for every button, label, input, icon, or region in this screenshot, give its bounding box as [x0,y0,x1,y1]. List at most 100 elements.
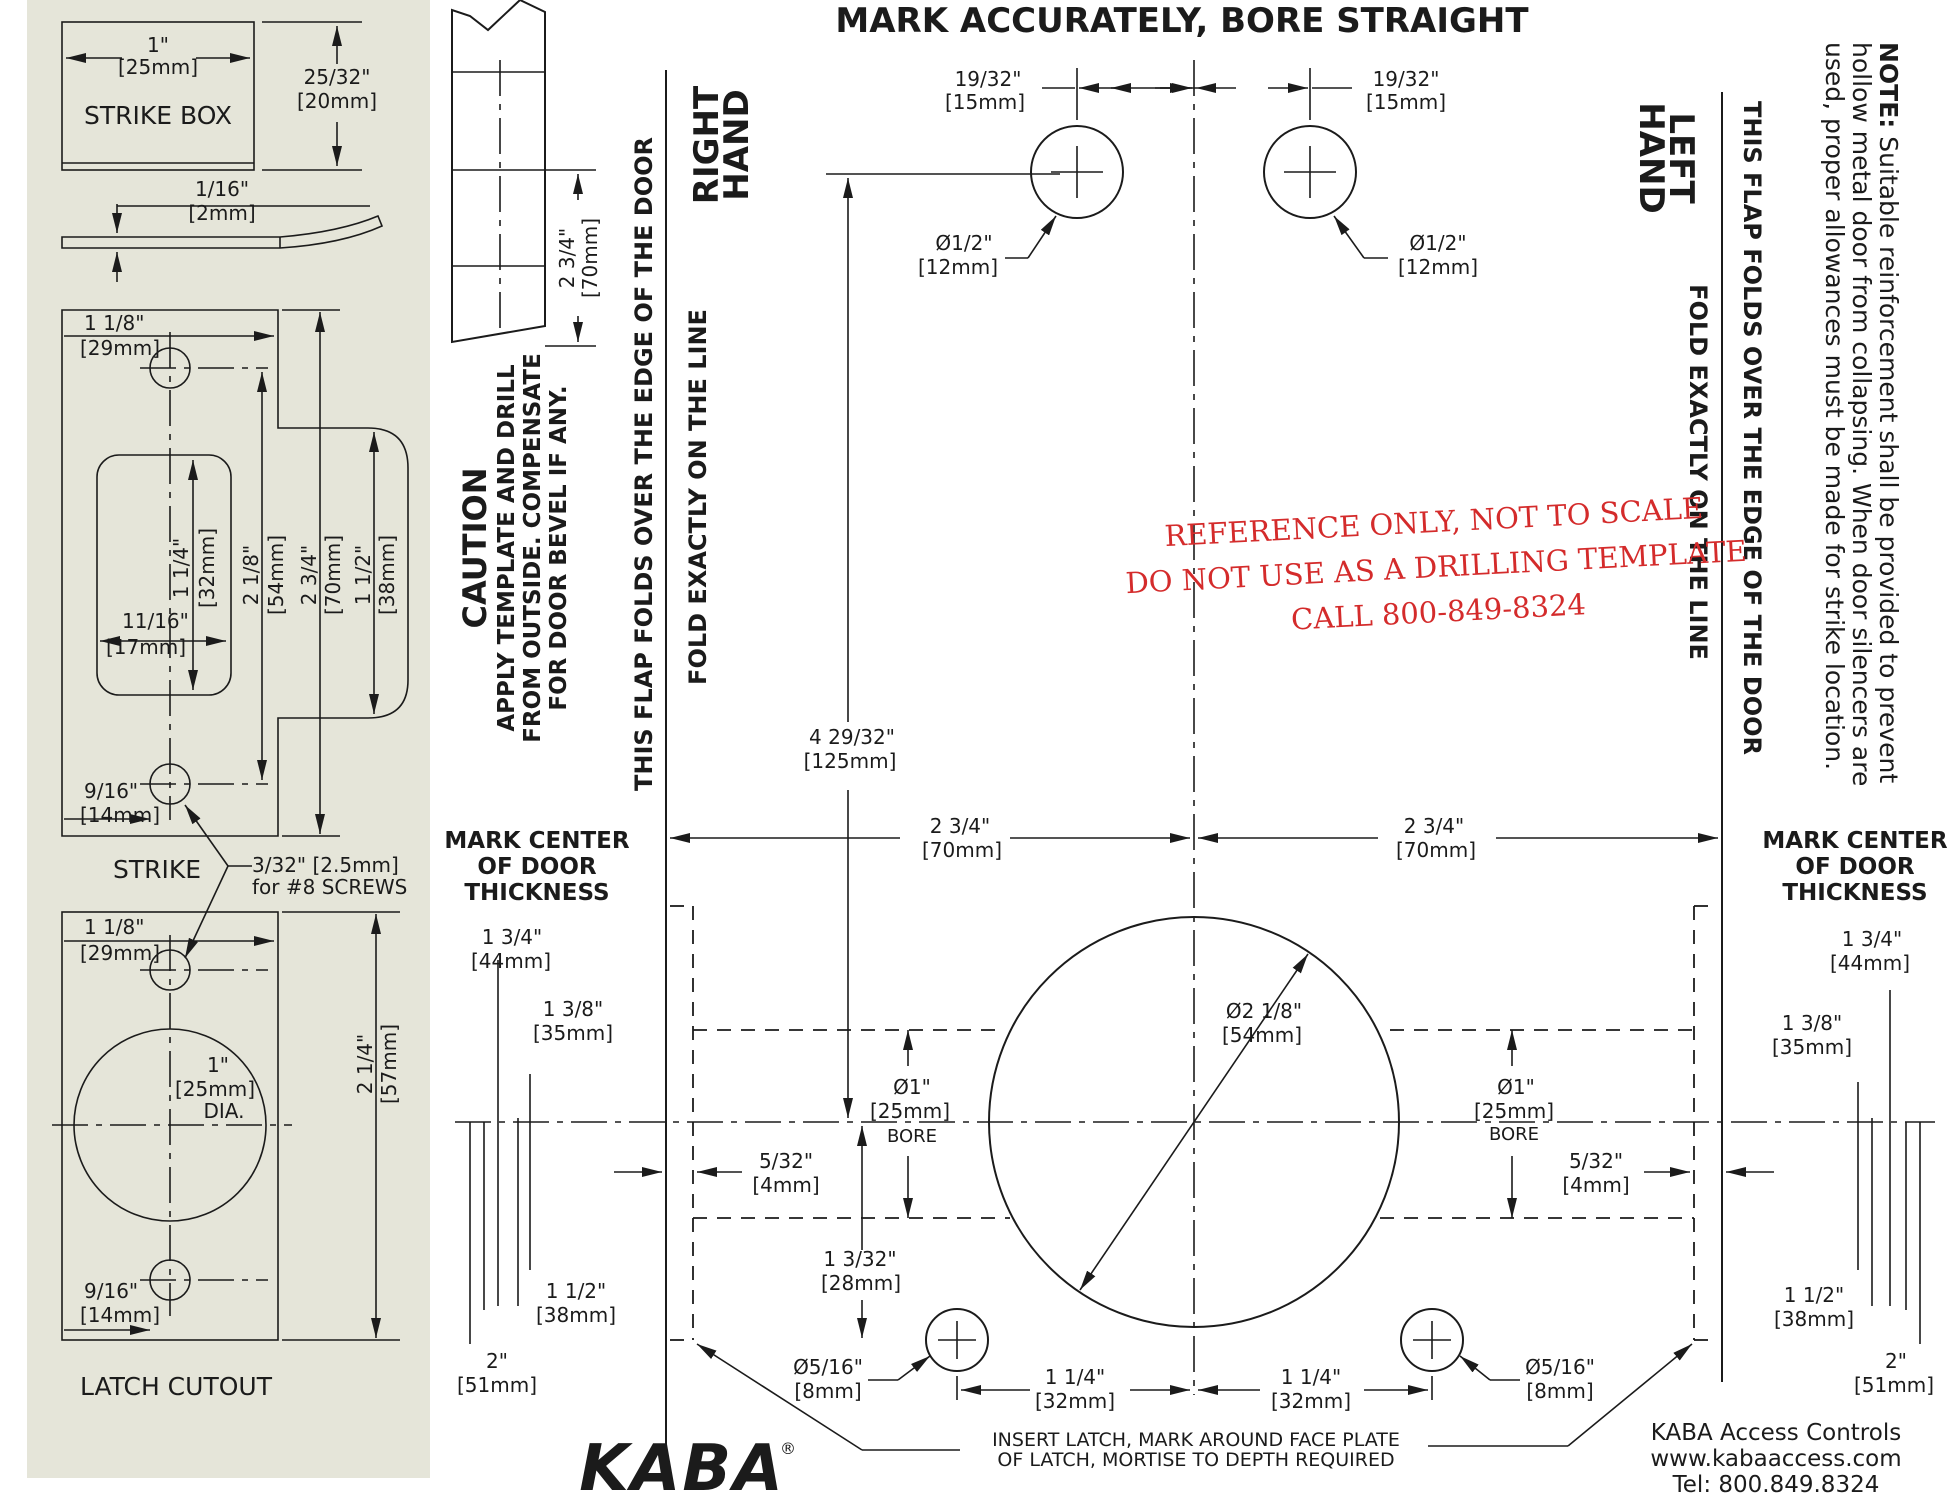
page-title: MARK ACCURATELY, BORE STRAIGHT [835,1,1529,41]
right-fold-note: FOLD EXACTLY ON THE LINE [684,309,712,685]
note-line3: used, proper allowances must be made for… [1820,42,1849,770]
latch-hole-offset: 1 1/8" [84,915,144,939]
right-flap-note: THIS FLAP FOLDS OVER THE EDGE OF THE DOO… [630,137,658,791]
offset-left: 19/32" [955,67,1022,91]
latch-dia-label: DIA. [204,1099,245,1123]
big-bore-mm: [54mm] [1222,1023,1302,1047]
right-hand-label-2: HAND [717,89,757,200]
strike-box-width: 1" [147,33,169,57]
latch-hole-offset-mm: [29mm] [80,941,160,965]
note-line2: hollow metal door from collapsing. When … [1847,42,1876,786]
thk-1-3-4-left: 1 3/4" [482,925,542,949]
big-bore: Ø2 1/8" [1226,999,1302,1023]
latch-height: 2 1/4" [353,1034,377,1094]
screw-note-2: for #8 SCREWS [252,875,407,899]
thk-2-left-mm: [51mm] [457,1373,537,1397]
insert-note-2: OF LATCH, MORTISE TO DEPTH REQUIRED [997,1449,1394,1471]
latch-hole-edge-mm: [14mm] [80,1303,160,1327]
left-hand-label-2: HAND [1631,102,1671,213]
latch-offset-mm: [28mm] [821,1271,901,1295]
flap-profile: 2 3/4" [70mm] [451,0,602,347]
strike-overall: 2 3/4" [297,545,321,605]
thru-hole-left-mm: [12mm] [918,255,998,279]
thk-1-3-4-left-mm: [44mm] [471,949,551,973]
note-label: NOTE: [1874,42,1903,128]
small-spacing-right-mm: [32mm] [1271,1389,1351,1413]
strike-box-depth-mm: [20mm] [297,89,377,113]
small-hole-left: Ø5/16" [793,1355,863,1379]
thru-hole-right: Ø1/2" [1409,231,1466,255]
thk-1-3-8-left-mm: [35mm] [533,1021,613,1045]
right-hand-label-1: RIGHT [687,85,727,204]
small-hole-right-mm: [8mm] [1526,1379,1593,1403]
latch-dia: 1" [207,1053,229,1077]
strike-cutout-height-mm: [32mm] [195,528,219,608]
edge-bore-right: Ø1" [1497,1075,1535,1099]
strike-cutout-height: 1 1/4" [169,538,193,598]
strike-label: STRIKE [113,855,201,884]
main-template: 19/32" [15mm] 19/32" [15mm] Ø1/2" [12mm]… [444,60,1947,1460]
caution-title: CAUTION [456,468,494,629]
caution-line3: FOR DOOR BEVEL IF ANY. [546,385,572,710]
latch-depth-right: 5/32" [1569,1149,1623,1173]
edge-bore-left-mm: [25mm] [870,1099,950,1123]
flap-height: 2 3/4" [555,228,579,288]
latch-depth-left: 5/32" [759,1149,813,1173]
strike-overall-mm: [70mm] [321,535,345,615]
latch-offset: 1 3/32" [823,1247,896,1271]
caution-line1: APPLY TEMPLATE AND DRILL [494,364,520,732]
mark-center-left-1: MARK CENTER [444,828,629,854]
thk-2-left: 2" [486,1349,508,1373]
backset-left-mm: [70mm] [922,838,1002,862]
strike-box-label: STRIKE BOX [84,101,232,130]
strike-hole-spacing-mm: [54mm] [264,535,288,615]
strike-lip: 1 1/2" [351,545,375,605]
strike-plate-profile: 1/16" [2mm] [61,177,384,282]
thk-1-3-4-right: 1 3/4" [1842,927,1902,951]
edge-bore-right-label: BORE [1489,1124,1539,1145]
thk-1-1-2-right: 1 1/2" [1784,1283,1844,1307]
left-fold-note: FOLD EXACTLY ON THE LINE [1684,284,1712,660]
strike-box-depth: 25/32" [304,65,371,89]
screw-note-1: 3/32" [2.5mm] [252,853,399,877]
thru-hole-left: Ø1/2" [935,231,992,255]
strike-lip-mm: [38mm] [375,535,399,615]
thk-2-right-mm: [51mm] [1854,1373,1934,1397]
left-flap-note: THIS FLAP FOLDS OVER THE EDGE OF THE DOO… [1738,101,1766,755]
thk-1-1-2-right-mm: [38mm] [1774,1307,1854,1331]
latch-height-mm: [57mm] [377,1024,401,1104]
small-spacing-left-mm: [32mm] [1035,1389,1115,1413]
edge-bore-left: Ø1" [893,1075,931,1099]
strike-box-width-mm: [25mm] [118,55,198,79]
contact-website: www.kabaaccess.com [1650,1446,1901,1472]
latch-depth-right-mm: [4mm] [1562,1173,1629,1197]
offset-right-mm: [15mm] [1366,90,1446,114]
kaba-registered-mark: ® [780,1439,796,1458]
offset-right: 19/32" [1373,67,1440,91]
plate-thickness-mm: [2mm] [188,201,255,225]
latch-hole-edge: 9/16" [84,1279,138,1303]
svg-text:NOTE: Suitable reinforcement s: NOTE: Suitable reinforcement shall be pr… [1874,42,1903,783]
small-spacing-left: 1 1/4" [1045,1365,1105,1389]
kaba-logo-text: KABA [579,1432,784,1499]
edge-bore-right-mm: [25mm] [1474,1099,1554,1123]
thk-1-3-8-right: 1 3/8" [1782,1011,1842,1035]
small-hole-right: Ø5/16" [1525,1355,1595,1379]
thk-1-1-2-left-mm: [38mm] [536,1303,616,1327]
thk-1-3-4-right-mm: [44mm] [1830,951,1910,975]
strike-hole-offset-mm: [29mm] [80,336,160,360]
offset-left-mm: [15mm] [945,90,1025,114]
plate-thickness: 1/16" [195,177,249,201]
thk-1-1-2-left: 1 1/2" [546,1279,606,1303]
strike-cutout-width-mm: [17mm] [106,635,186,659]
strike-hole-spacing: 2 1/8" [239,545,263,605]
latch-dia-mm: [25mm] [175,1077,255,1101]
thk-1-3-8-left: 1 3/8" [543,997,603,1021]
latch-depth-left-mm: [4mm] [752,1173,819,1197]
small-spacing-right: 1 1/4" [1281,1365,1341,1389]
contact-tel: Tel: 800.849.8324 [1672,1472,1880,1498]
vertical-dim-mm: [125mm] [804,749,897,773]
mark-center-left-3: THICKNESS [464,880,609,906]
backset-right-mm: [70mm] [1396,838,1476,862]
left-hand-label-1: LEFT [1661,112,1701,204]
